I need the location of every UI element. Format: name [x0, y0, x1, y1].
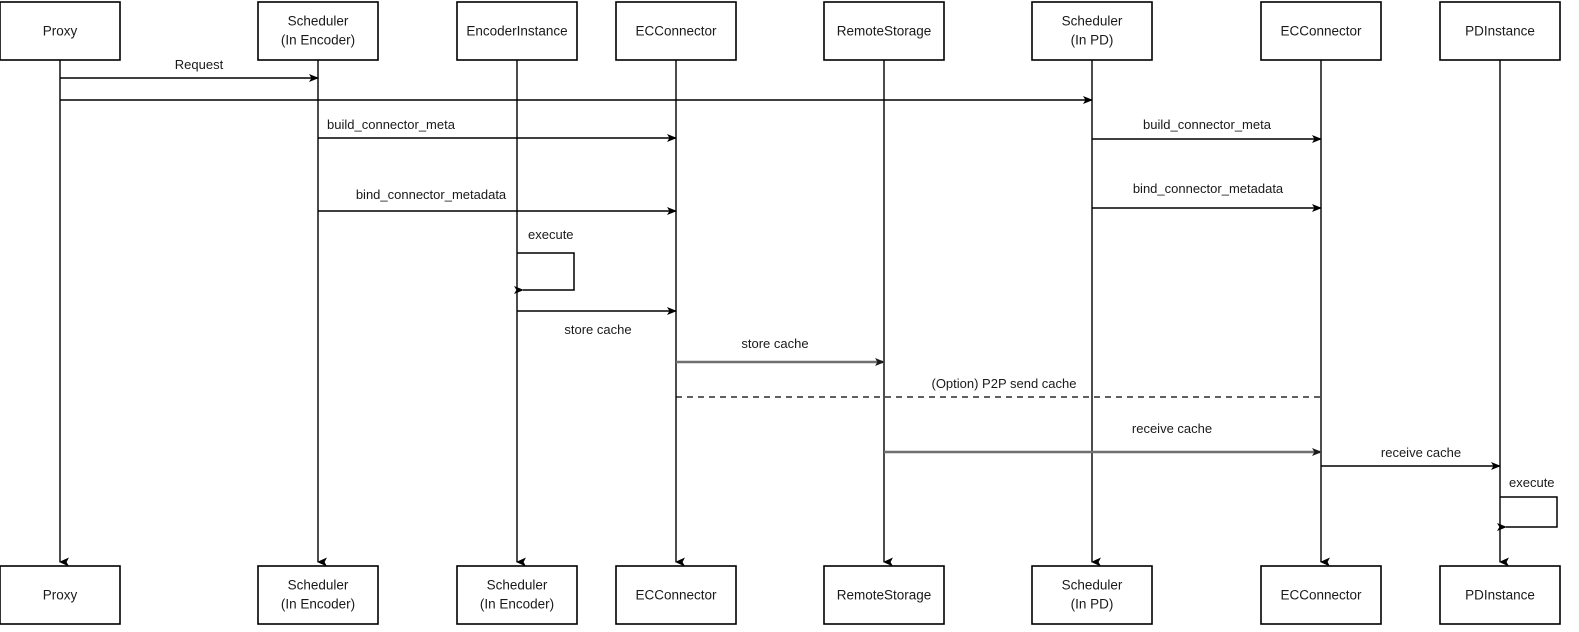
participant-footer-label-remote_store: RemoteStorage [837, 588, 932, 603]
participant-header-label-line2-sched_enc: (In Encoder) [281, 33, 355, 48]
participant-header-sched_enc[interactable]: Scheduler (In Encoder) [257, 1, 379, 61]
participant-footer-label-line1-encoder_inst: Scheduler [487, 578, 548, 593]
message-m1: Request [60, 57, 319, 82]
participant-header-remote_store[interactable]: RemoteStorage [823, 1, 945, 61]
participant-footer-label-line1-sched_enc: Scheduler [288, 578, 349, 593]
participant-footer-label-line2-sched_enc: (In Encoder) [281, 597, 355, 612]
participant-header-label-remote_store: RemoteStorage [837, 24, 932, 39]
participant-header-rect-encoder_inst [456, 1, 578, 61]
participant-header-label-encoder_inst: EncoderInstance [466, 24, 567, 39]
participant-footer-boxes: Proxy Scheduler (In Encoder) Scheduler (In E… [0, 565, 1561, 625]
self-message-label-s2: execute [1509, 475, 1555, 490]
message-label-m3: build_connector_meta [327, 117, 456, 132]
participant-footer-rect-remote_store [823, 565, 945, 625]
participant-footer-ec_conn_pd[interactable]: ECConnector [1260, 565, 1382, 625]
participant-footer-ec_conn_enc[interactable]: ECConnector [615, 565, 737, 625]
participant-header-rect-ec_conn_pd [1260, 1, 1382, 61]
participant-footer-label-line1-sched_pd: Scheduler [1062, 578, 1123, 593]
message-m8: store cache [676, 336, 885, 366]
message-m3: build_connector_meta [318, 117, 677, 142]
participant-header-label-line1-sched_pd: Scheduler [1062, 14, 1123, 29]
message-m11: receive cache [1321, 445, 1501, 470]
message-label-m7: store cache [564, 322, 631, 337]
self-message-path-s1 [514, 252, 575, 294]
participant-footer-rect-encoder_inst [456, 565, 578, 625]
participant-header-ec_conn_enc[interactable]: ECConnector [615, 1, 737, 61]
participant-footer-label-pd_inst: PDInstance [1465, 588, 1535, 603]
message-label-m1: Request [175, 57, 224, 72]
participant-header-rect-proxy [0, 1, 121, 61]
participant-header-boxes: Proxy Scheduler (In Encoder) EncoderInstanc… [0, 1, 1561, 61]
lifeline-lines-group [59, 60, 1509, 567]
message-m4: build_connector_meta [1092, 117, 1322, 143]
participant-footer-rect-ec_conn_pd [1260, 565, 1382, 625]
self-message-s2: execute [1497, 475, 1558, 531]
message-label-m8: store cache [741, 336, 808, 351]
self-message-s1: execute [514, 227, 575, 294]
participant-footer-remote_store[interactable]: RemoteStorage [823, 565, 945, 625]
participant-footer-label-line2-encoder_inst: (In Encoder) [480, 597, 554, 612]
participant-footer-sched_enc[interactable]: Scheduler (In Encoder) [257, 565, 379, 625]
participant-header-pd_inst[interactable]: PDInstance [1439, 1, 1561, 61]
participant-header-rect-ec_conn_enc [615, 1, 737, 61]
message-label-m6: bind_connector_metadata [1133, 181, 1284, 196]
message-label-m5: bind_connector_metadata [356, 187, 507, 202]
participant-footer-rect-pd_inst [1439, 565, 1561, 625]
participant-footer-rect-sched_enc [257, 565, 379, 625]
message-m7: store cache [517, 307, 677, 337]
participant-footer-sched_pd[interactable]: Scheduler (In PD) [1031, 565, 1153, 625]
message-label-m11: receive cache [1381, 445, 1461, 460]
participant-footer-rect-ec_conn_enc [615, 565, 737, 625]
participant-footer-pd_inst[interactable]: PDInstance [1439, 565, 1561, 625]
participant-header-sched_pd[interactable]: Scheduler (In PD) [1031, 1, 1153, 61]
message-label-m10: receive cache [1132, 421, 1212, 436]
participant-footer-encoder_inst[interactable]: Scheduler (In Encoder) [456, 565, 578, 625]
self-messages-group: execute execute [514, 227, 1558, 531]
message-label-m9: (Option) P2P send cache [931, 376, 1076, 391]
self-message-path-s2 [1497, 496, 1558, 531]
participant-header-rect-remote_store [823, 1, 945, 61]
message-m6: bind_connector_metadata [1092, 181, 1322, 212]
participant-footer-rect-sched_pd [1031, 565, 1153, 625]
message-m10: receive cache [884, 421, 1322, 456]
participant-footer-label-proxy: Proxy [43, 588, 78, 603]
message-label-m4: build_connector_meta [1143, 117, 1272, 132]
message-m5: bind_connector_metadata [318, 187, 677, 215]
participant-header-label-line1-sched_enc: Scheduler [288, 14, 349, 29]
participant-header-ec_conn_pd[interactable]: ECConnector [1260, 1, 1382, 61]
participant-footer-label-line2-sched_pd: (In PD) [1071, 597, 1114, 612]
message-m9: (Option) P2P send cache [676, 376, 1321, 398]
participant-header-encoder_inst[interactable]: EncoderInstance [456, 1, 578, 61]
messages-group: Request build_connector_meta build_connect… [60, 57, 1501, 470]
participant-header-proxy[interactable]: Proxy [0, 1, 121, 61]
participant-header-label-proxy: Proxy [43, 24, 78, 39]
participant-header-rect-pd_inst [1439, 1, 1561, 61]
participant-header-rect-sched_enc [257, 1, 379, 61]
participant-header-label-ec_conn_pd: ECConnector [1280, 24, 1362, 39]
participant-footer-label-ec_conn_pd: ECConnector [1280, 588, 1362, 603]
participant-header-rect-sched_pd [1031, 1, 1153, 61]
participant-footer-rect-proxy [0, 565, 121, 625]
participant-header-label-line2-sched_pd: (In PD) [1071, 33, 1114, 48]
participant-header-label-ec_conn_enc: ECConnector [635, 24, 717, 39]
participant-footer-proxy[interactable]: Proxy [0, 565, 121, 625]
participant-footer-label-ec_conn_enc: ECConnector [635, 588, 717, 603]
participant-header-label-pd_inst: PDInstance [1465, 24, 1535, 39]
self-message-label-s1: execute [528, 227, 574, 242]
